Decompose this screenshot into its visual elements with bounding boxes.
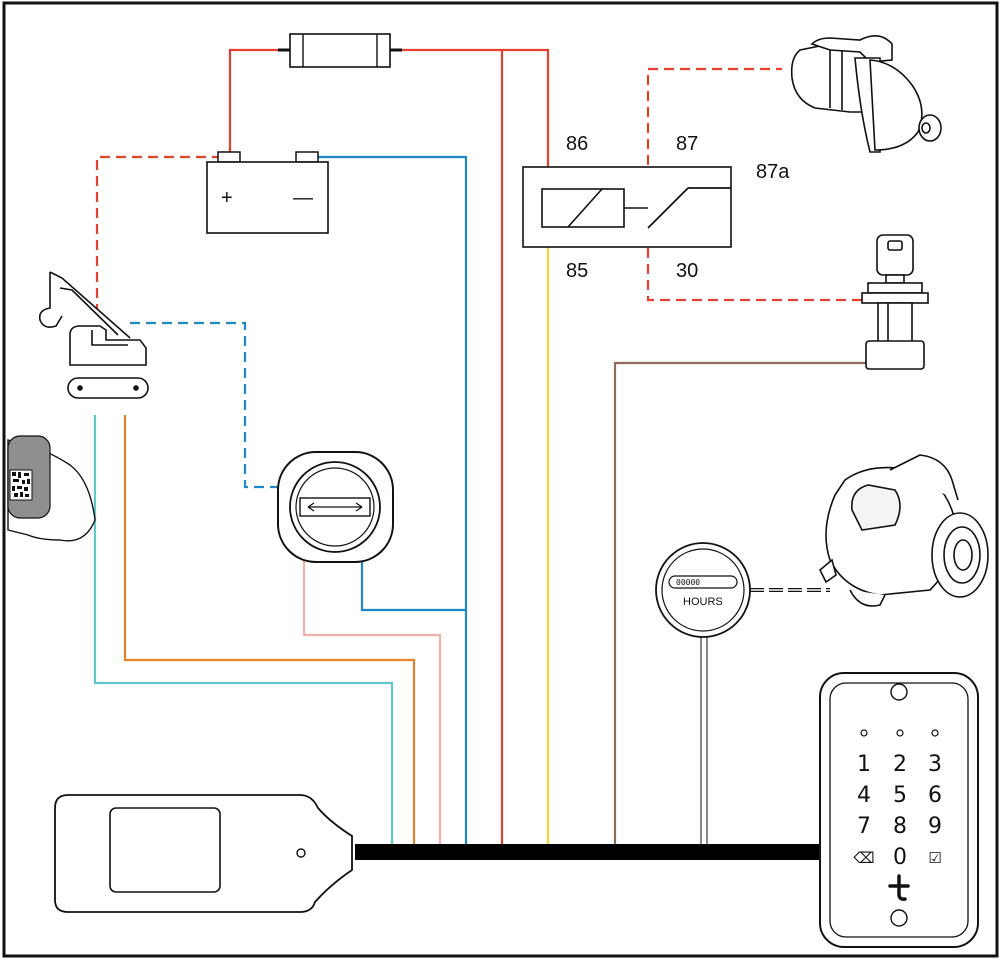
hour-meter-digits: 00000 [676,578,700,587]
key-7[interactable]: 7 [857,814,871,839]
relay-pin-87a: 87a [756,161,790,183]
wire-pink [302,555,442,845]
battery-plus: + [221,187,233,209]
key-1[interactable]: 1 [857,752,871,777]
key-0[interactable]: 0 [893,845,907,870]
relay-pin-87: 87 [676,133,698,155]
battery: + — [206,151,329,234]
key-3[interactable]: 3 [928,752,942,777]
wire-hour-meter [700,632,708,845]
key-9[interactable]: 9 [928,814,942,839]
wire-disconnect-to-switch [130,321,280,489]
key-4[interactable]: 4 [857,783,871,808]
starter-motor-icon [790,35,942,153]
relay-pin-86: 86 [566,133,588,155]
hour-meter: 00000 HOURS [655,542,751,638]
keypad-brand-logo-icon [888,874,910,901]
wire-relay-87-to-starter [646,67,782,165]
rotary-selector-switch [277,451,394,563]
battery-disconnect-switch-icon [38,271,149,399]
fuse [278,33,402,68]
relay: 86 87 87a 85 30 [522,133,790,282]
key-delete[interactable]: ⌫ [853,849,874,867]
wires [93,48,866,845]
hour-meter-label: HOURS [683,596,723,608]
handheld-reader-icon [7,435,96,542]
alternator-icon [819,454,989,607]
wire-fuse-to-relay-86 [390,48,550,205]
relay-pin-85: 85 [566,260,588,282]
wire-orange [123,415,416,845]
keypad-led-2 [896,729,904,737]
relay-pin-30: 30 [676,260,698,282]
wire-battery-to-fuse [228,48,290,158]
wire-battery-negative [318,155,468,845]
key-6[interactable]: 6 [928,783,942,808]
wire-battery-to-disconnect [95,155,222,310]
keypad-led-3 [931,729,939,737]
ignition-key-switch-icon [861,234,929,370]
keypad: 1 2 3 4 5 6 7 8 9 ⌫ 0 ☑ [819,672,979,948]
battery-minus: — [293,187,313,209]
wire-cyan [93,415,394,845]
wire-switch-ground [360,555,466,612]
control-module [54,794,353,913]
keypad-led-1 [860,729,868,737]
key-5[interactable]: 5 [893,783,907,808]
key-confirm[interactable]: ☑ [928,849,941,867]
wire-ignition-brown [613,361,866,845]
wire-relay-30-to-ignition [646,232,866,302]
key-8[interactable]: 8 [893,814,907,839]
key-2[interactable]: 2 [893,752,907,777]
